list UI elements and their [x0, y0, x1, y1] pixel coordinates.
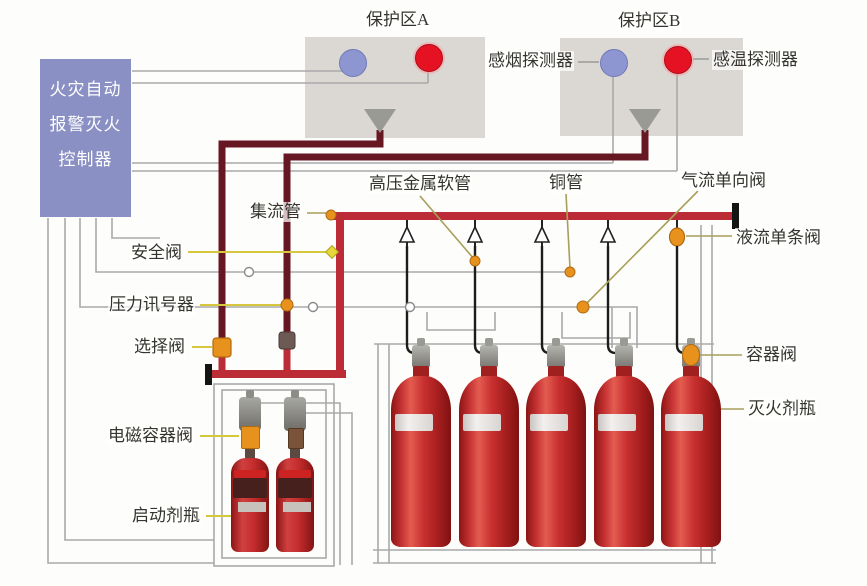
- label-heat-detector: 感温探测器: [712, 50, 799, 70]
- solenoid-valve-assembly: [239, 397, 261, 431]
- distribution-pipes: [218, 130, 649, 345]
- label-copper-pipe: 铜管: [548, 173, 584, 193]
- starter-valve-fitting: [288, 428, 304, 449]
- check-valves: [398, 220, 686, 247]
- starter-bottle: [276, 458, 314, 552]
- label-liquid-check-valve: 液流单条阀: [735, 228, 822, 248]
- smoke-detector-zone-b: [600, 49, 628, 77]
- bottle-label-band: [463, 414, 501, 431]
- smoke-detector-zone-a: [339, 49, 367, 77]
- container-valve-device: [682, 344, 700, 366]
- label-agent-bottle: 灭火剂瓶: [747, 399, 817, 419]
- bottle-label-band: [530, 414, 568, 431]
- starter-bottle-label-inner: [283, 502, 311, 512]
- bottle-neck: [548, 366, 564, 378]
- agent-bottle: [594, 376, 654, 547]
- agent-bottle: [526, 376, 586, 547]
- high-pressure-hoses: [405, 246, 691, 355]
- signal-wires: [47, 59, 678, 565]
- starter-bottle-neck: [290, 444, 300, 459]
- label-starter-bottle: 启动剂瓶: [131, 506, 201, 526]
- label-gas-check-valve: 气流单向阀: [680, 171, 767, 191]
- label-solenoid-container-valve: 电磁容器阀: [107, 426, 194, 446]
- bottle-label-band: [598, 414, 636, 431]
- bottle-valve: [547, 345, 565, 368]
- bottle-valve: [480, 345, 498, 368]
- starter-bottle-neck: [245, 444, 255, 459]
- bottle-valve-knob: [417, 338, 425, 346]
- solenoid-valve-knob: [291, 390, 299, 398]
- label-zone-a: 保护区A: [365, 10, 431, 30]
- bottle-valve-knob: [485, 338, 493, 346]
- safety-valve-device: [324, 244, 340, 260]
- selector-valve-device-2: [278, 331, 296, 350]
- equipment-frames: [213, 225, 716, 567]
- manifold-end-cap: [732, 203, 739, 229]
- fire-alarm-control-panel: 火灾自动 报警灭火 控制器: [40, 59, 131, 217]
- bottle-label-band: [395, 414, 433, 431]
- solenoid-container-valve-device: [241, 426, 260, 449]
- starter-bottle-label-band: [278, 478, 312, 512]
- bottle-valve-knob: [687, 338, 695, 346]
- discharge-nozzle-zone-a: [364, 109, 396, 133]
- starter-bottle-label-band: [233, 478, 267, 512]
- label-pressure-signal: 压力讯号器: [108, 295, 195, 315]
- label-smoke-detector: 感烟探测器: [487, 51, 574, 71]
- heat-detector-zone-b: [664, 46, 692, 74]
- starter-bottle-band: [279, 470, 311, 478]
- starter-bottle: [231, 458, 269, 552]
- label-container-valve: 容器阀: [745, 345, 798, 365]
- label-zone-b: 保护区B: [617, 11, 682, 31]
- bottle-neck: [683, 366, 699, 378]
- bottle-neck: [481, 366, 497, 378]
- discharge-nozzle-zone-b: [629, 109, 661, 133]
- starter-bottle-band: [234, 470, 266, 478]
- bottle-neck: [413, 366, 429, 378]
- starter-bottle-label-inner: [238, 502, 266, 512]
- label-high-pressure-hose: 高压金属软管: [368, 174, 472, 194]
- bottle-valve-knob: [620, 338, 628, 346]
- bottle-neck: [616, 366, 632, 378]
- solenoid-valve-knob: [246, 390, 254, 398]
- panel-title-line: 火灾自动: [49, 80, 122, 99]
- marker-dots: [212, 209, 698, 523]
- label-safety-valve: 安全阀: [130, 243, 183, 263]
- bottle-label-band: [665, 414, 703, 431]
- solenoid-valve-assembly: [284, 397, 306, 431]
- selector-valve-device: [212, 337, 232, 358]
- pipe-end-cap: [205, 364, 212, 385]
- panel-title-line: 报警灭火: [49, 114, 122, 134]
- bottle-valve-knob: [552, 338, 560, 346]
- agent-bottle: [661, 376, 721, 547]
- bottle-valve: [615, 345, 633, 368]
- panel-title-line: 控制器: [58, 149, 113, 169]
- agent-bottle: [459, 376, 519, 547]
- heat-detector-zone-a: [415, 44, 443, 72]
- bottle-valve: [412, 345, 430, 368]
- liquid-check-valve-device: [668, 227, 686, 247]
- label-manifold: 集流管: [249, 202, 302, 222]
- agent-bottle: [391, 376, 451, 547]
- label-selector-valve: 选择阀: [133, 337, 186, 357]
